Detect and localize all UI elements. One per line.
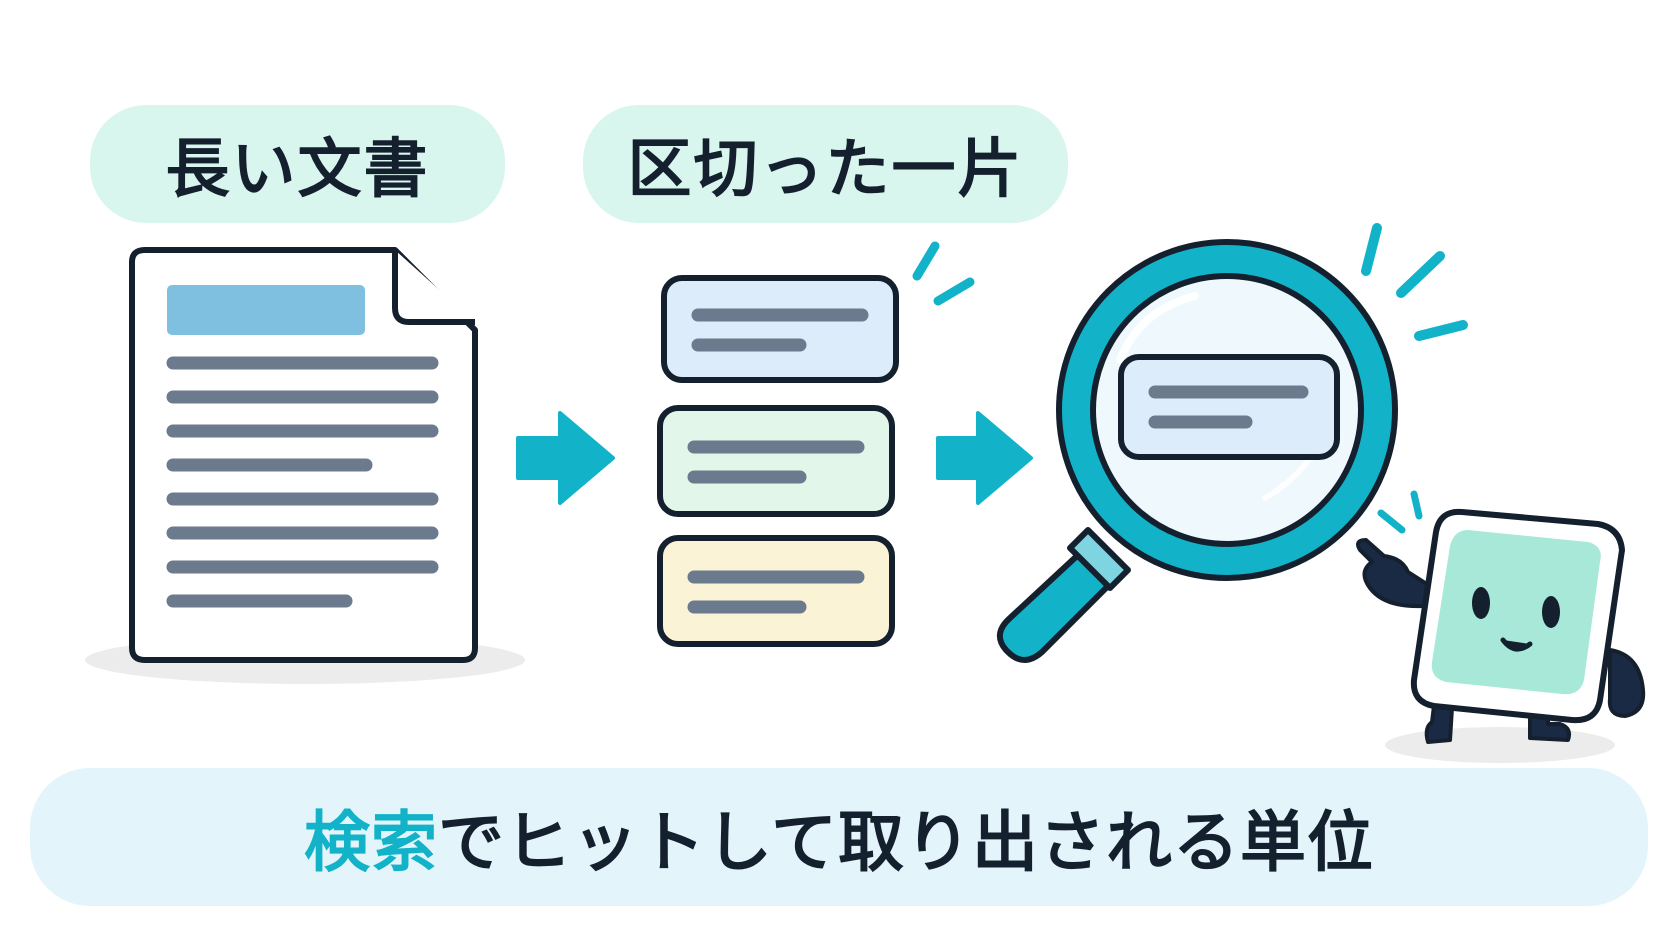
chunk-card-blue — [661, 275, 899, 383]
chunk-label: 区切った一片 — [583, 105, 1068, 223]
chunk-label-text: 区切った一片 — [627, 133, 1024, 207]
arrow-right-icon — [516, 411, 615, 505]
chunk-mascot-character — [1356, 508, 1646, 763]
document-icon — [85, 247, 525, 684]
chunk-card-green — [657, 405, 895, 517]
long-document-label: 長い文書 — [90, 105, 505, 223]
sparkle-icon — [1361, 223, 1468, 341]
long-document-label-text: 長い文書 — [165, 133, 430, 207]
chunk-card-yellow — [657, 535, 895, 647]
caption-text: でヒットして取り出される単位 — [437, 804, 1375, 881]
sparkle-icon — [1377, 490, 1423, 534]
caption-highlight: 検索 — [303, 804, 438, 881]
caption-banner: 検索でヒットして取り出される単位 — [30, 768, 1648, 906]
arrow-right-icon — [936, 411, 1033, 505]
sparkle-icon — [912, 241, 975, 306]
magnifying-glass-icon — [997, 239, 1398, 663]
